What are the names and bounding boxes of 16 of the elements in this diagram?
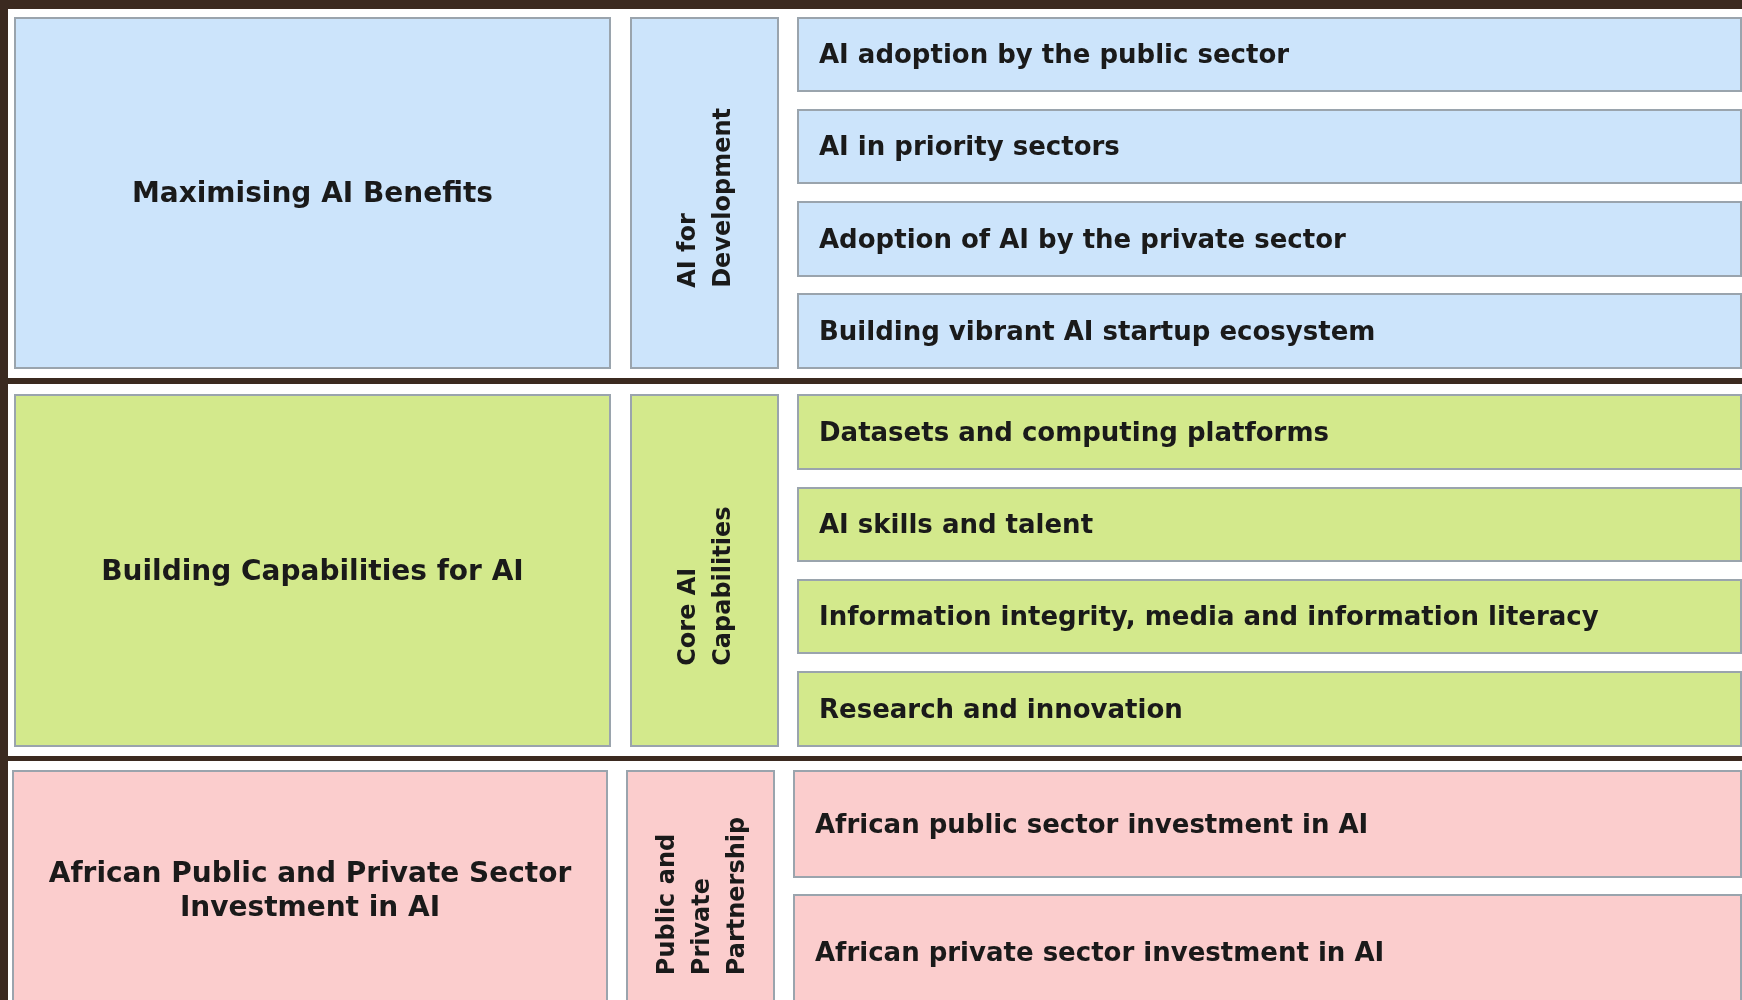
- item-box: Building vibrant AI startup ecosystem: [797, 293, 1742, 369]
- category-box: African Public and Private Sector Investment in AI: [12, 770, 608, 1000]
- item-box: AI skills and talent: [797, 487, 1742, 562]
- item-box: AI in priority sectors: [797, 109, 1742, 184]
- pillar-box: Core AI Capabilities: [630, 394, 779, 747]
- category-box: Maximising AI Benefits: [14, 17, 611, 369]
- category-box: Building Capabilities for AI: [14, 394, 611, 747]
- item-box: African public sector investment in AI: [793, 770, 1742, 878]
- pillar-box: Public and Private Partnership: [626, 770, 775, 1000]
- item-box: AI adoption by the public sector: [797, 17, 1742, 92]
- item-box: African private sector investment in AI: [793, 894, 1742, 1000]
- item-box: Research and innovation: [797, 671, 1742, 747]
- pillar-box: AI for Development: [630, 17, 779, 369]
- item-box: Adoption of AI by the private sector: [797, 201, 1742, 277]
- item-box: Datasets and computing platforms: [797, 394, 1742, 470]
- item-box: Information integrity, media and information literacy: [797, 579, 1742, 654]
